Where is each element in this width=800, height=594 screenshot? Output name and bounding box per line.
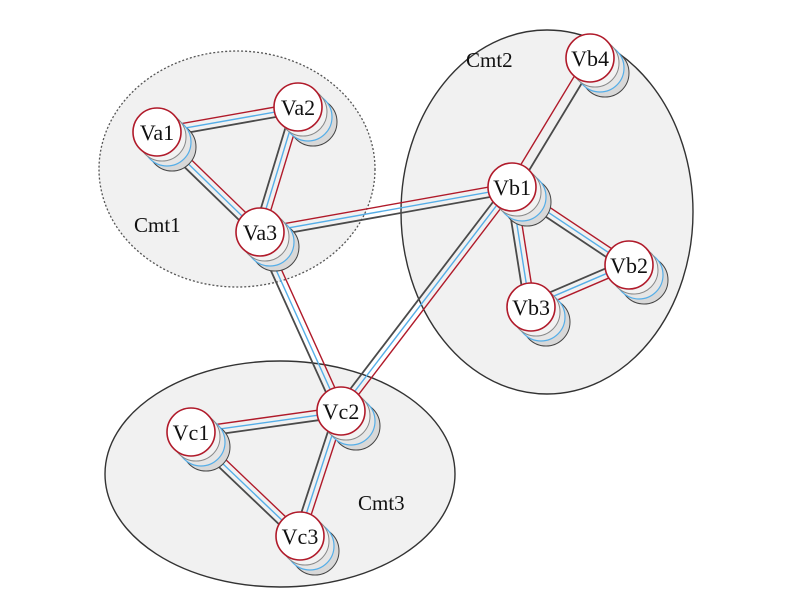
node-label-va1: Va1 bbox=[140, 120, 174, 145]
edge-va3-vb1 bbox=[259, 182, 514, 239]
nodes-layer: Va1 Va2 Va3 Vb1 Vb2 bbox=[132, 33, 669, 576]
node-vb3[interactable]: Vb3 bbox=[506, 282, 571, 347]
community-cmt1-region bbox=[98, 50, 376, 288]
edge-line-red bbox=[343, 189, 516, 414]
node-label-va3: Va3 bbox=[243, 220, 277, 245]
node-va1[interactable]: Va1 bbox=[132, 107, 197, 172]
node-circle bbox=[316, 386, 366, 436]
community-cmt3-region bbox=[104, 360, 456, 588]
node-circle bbox=[565, 33, 615, 83]
community-label-cmt2: Cmt2 bbox=[466, 48, 513, 72]
node-va2[interactable]: Va2 bbox=[273, 82, 338, 147]
node-label-vc3: Vc3 bbox=[282, 524, 319, 549]
node-vb2[interactable]: Vb2 bbox=[604, 240, 669, 305]
node-circle bbox=[275, 511, 325, 561]
node-circle bbox=[132, 107, 182, 157]
node-circle bbox=[166, 407, 216, 457]
node-vc3[interactable]: Vc3 bbox=[275, 511, 340, 576]
node-va3[interactable]: Va3 bbox=[235, 207, 300, 272]
edge-line-red bbox=[259, 182, 512, 229]
node-label-vb3: Vb3 bbox=[512, 295, 550, 320]
node-label-vb1: Vb1 bbox=[493, 175, 531, 200]
edge-line-gray bbox=[335, 182, 508, 408]
edge-line-blue bbox=[260, 187, 513, 234]
node-label-vc1: Vc1 bbox=[173, 420, 210, 445]
node-circle bbox=[487, 162, 537, 212]
node-vc1[interactable]: Vc1 bbox=[166, 407, 231, 472]
node-vb4[interactable]: Vb4 bbox=[565, 33, 630, 98]
node-circle bbox=[506, 282, 556, 332]
community-label-cmt3: Cmt3 bbox=[358, 491, 405, 515]
node-vb1[interactable]: Vb1 bbox=[487, 162, 552, 227]
node-label-va2: Va2 bbox=[281, 95, 315, 120]
edge-line-red bbox=[507, 55, 588, 186]
edge-line-gray bbox=[260, 192, 514, 239]
node-circle bbox=[273, 82, 323, 132]
node-vc2[interactable]: Vc2 bbox=[316, 386, 381, 451]
community-label-cmt1: Cmt1 bbox=[134, 213, 181, 237]
edge-line-blue bbox=[339, 185, 512, 411]
communities-layer: Cmt1 Cmt2 Cmt3 bbox=[98, 29, 694, 588]
node-circle bbox=[604, 240, 654, 290]
edge-vb1-vc2 bbox=[335, 182, 516, 414]
node-label-vb4: Vb4 bbox=[571, 46, 609, 71]
node-label-vb2: Vb2 bbox=[610, 253, 648, 278]
node-label-vc2: Vc2 bbox=[323, 399, 360, 424]
node-circle bbox=[235, 207, 285, 257]
